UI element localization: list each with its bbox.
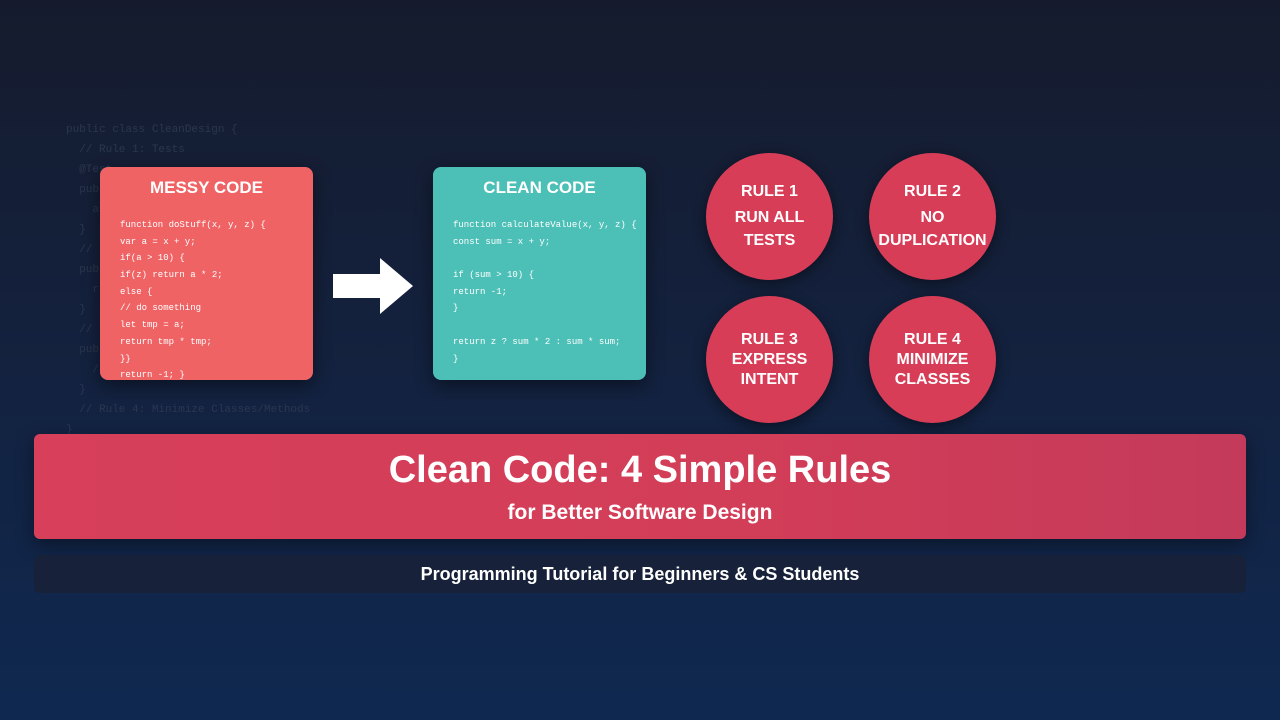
code-line: function doStuff(x, y, z) { [120, 220, 266, 230]
clean-code-title: CLEAN CODE [483, 178, 596, 197]
code-line [453, 250, 626, 267]
code-line: // do something [120, 303, 202, 314]
right-arrow-icon [333, 258, 413, 314]
code-line: }} [120, 353, 131, 364]
background-code-line: a [66, 204, 100, 216]
rule-4-circle: RULE 4 MINIMIZE CLASSES [869, 296, 996, 423]
rule-text: MINIMIZE CLASSES [894, 350, 971, 388]
background-code-line: publ [66, 184, 106, 196]
rule-number: RULE 2 [904, 182, 961, 200]
background-code-line: } [66, 304, 86, 316]
background-code-line: // Rule 1: Tests [66, 144, 185, 156]
code-line: const sum = x + y; [453, 236, 551, 247]
banner-title: Clean Code: 4 Simple Rules [388, 449, 892, 491]
code-line: return -1; [453, 286, 508, 297]
code-line: let tmp = a; [120, 320, 185, 331]
code-line: if(z) return a * 2; [120, 270, 223, 281]
background-code-line: / [66, 364, 100, 376]
code-line: if (sum > 10) { [453, 270, 535, 281]
background-code-line: public class CleanDesign { [66, 124, 238, 136]
code-line: function calculateValue(x, y, z) { [453, 220, 637, 230]
background-code-line: // [66, 324, 93, 336]
code-line: var a = x + y; [120, 236, 196, 247]
messy-code-block: function doStuff(x, y, z) { var a = x + … [120, 217, 293, 380]
background-code-line: } [66, 224, 86, 236]
rule-3-circle: RULE 3 EXPRESS INTENT [706, 296, 833, 423]
code-line: else { [120, 286, 153, 297]
rule-number: RULE 4 [904, 330, 961, 348]
background-code-line: r [66, 284, 100, 296]
code-line: } [453, 303, 459, 314]
background-code-line: publ [66, 264, 106, 276]
messy-code-card: MESSY CODE function doStuff(x, y, z) { v… [100, 167, 313, 380]
background-code-line: } [66, 384, 86, 396]
background-code-line: // Rule 4: Minimize Classes/Methods [66, 404, 311, 416]
rule-2-circle: RULE 2 NO DUPLICATION [869, 153, 996, 280]
code-line: return -1; } [120, 370, 185, 380]
rule-text: EXPRESS INTENT [731, 350, 808, 388]
background-code-line: } [66, 424, 73, 436]
code-line [453, 317, 626, 334]
rule-text: NO DUPLICATION [878, 208, 987, 249]
rule-text: RUN ALL TESTS [734, 208, 805, 249]
rule-number: RULE 3 [741, 330, 798, 348]
clean-code-card: CLEAN CODE function calculateValue(x, y,… [433, 167, 646, 380]
background-code-line: // [66, 244, 93, 256]
clean-code-block: function calculateValue(x, y, z) { const… [453, 217, 637, 367]
banner-subtitle: for Better Software Design [507, 501, 773, 524]
rule-1-circle: RULE 1 RUN ALL TESTS [706, 153, 833, 280]
background-code-line: publ [66, 344, 106, 356]
code-line: return z ? sum * 2 : sum * sum; [453, 336, 621, 347]
messy-code-title: MESSY CODE [149, 178, 264, 197]
code-line: if(a > 10) { [120, 253, 185, 264]
code-line: } [453, 353, 459, 364]
code-line: return tmp * tmp; [120, 336, 212, 347]
tagline-bar: Programming Tutorial for Beginners & CS … [34, 555, 1246, 593]
title-banner: Clean Code: 4 Simple Rules for Better So… [34, 434, 1246, 539]
rule-number: RULE 1 [741, 182, 798, 200]
